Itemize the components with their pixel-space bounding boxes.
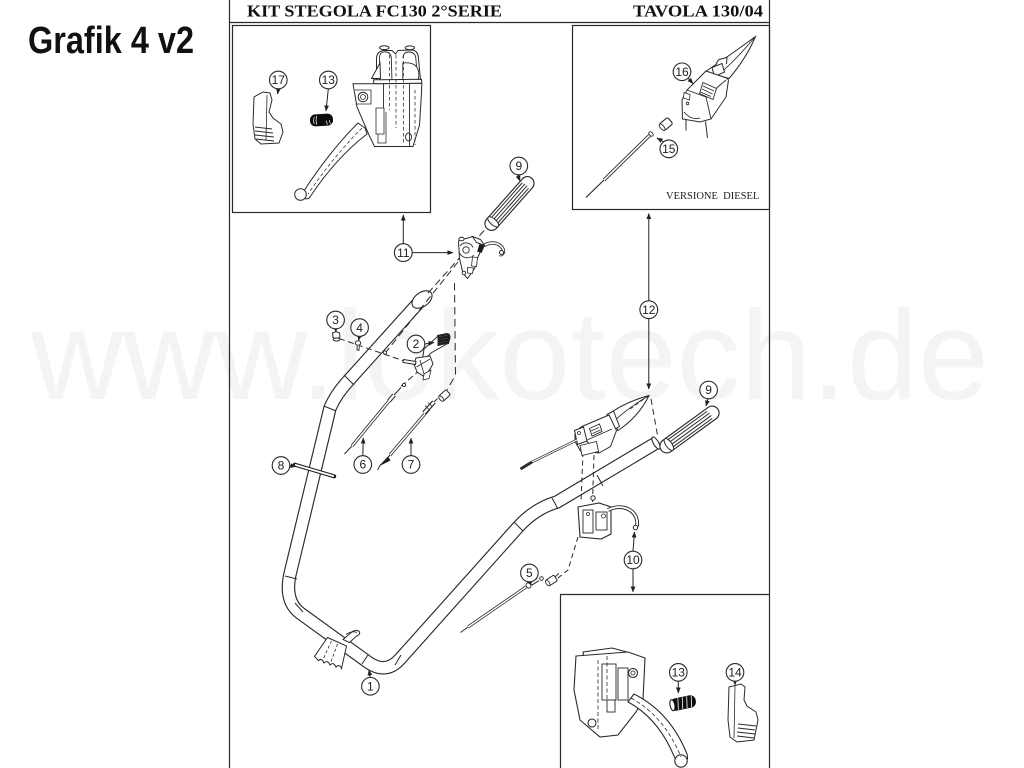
svg-text:www.lokotech.de: www.lokotech.de <box>30 284 989 426</box>
svg-text:14: 14 <box>728 666 742 680</box>
svg-text:TAVOLA 130/04: TAVOLA 130/04 <box>633 2 764 21</box>
svg-text:8: 8 <box>278 459 285 473</box>
svg-text:KIT STEGOLA FC130 2°SERIE: KIT STEGOLA FC130 2°SERIE <box>247 2 502 21</box>
svg-text:10: 10 <box>626 553 640 567</box>
svg-text:6: 6 <box>359 458 366 472</box>
svg-text:9: 9 <box>705 383 712 397</box>
svg-text:VERSIONE DIESEL: VERSIONE DIESEL <box>666 191 759 202</box>
svg-text:7: 7 <box>408 458 415 472</box>
svg-text:16: 16 <box>675 65 689 79</box>
svg-text:Grafik 4 v2: Grafik 4 v2 <box>28 20 194 62</box>
svg-text:12: 12 <box>642 303 656 317</box>
svg-text:4: 4 <box>356 321 363 335</box>
svg-text:1: 1 <box>367 680 374 694</box>
svg-text:5: 5 <box>526 566 533 580</box>
svg-text:17: 17 <box>272 73 286 87</box>
svg-text:2: 2 <box>413 337 420 351</box>
svg-text:13: 13 <box>322 73 336 87</box>
svg-text:3: 3 <box>332 313 339 327</box>
svg-text:13: 13 <box>672 666 686 680</box>
svg-text:15: 15 <box>662 142 676 156</box>
svg-text:11: 11 <box>397 246 410 260</box>
svg-text:9: 9 <box>515 159 522 173</box>
